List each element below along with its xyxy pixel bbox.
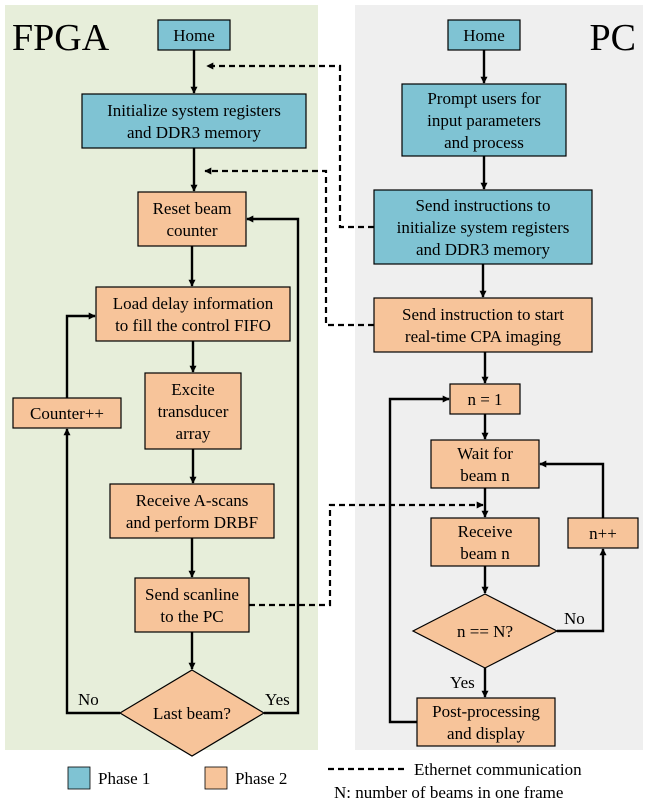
node-text-line: Receive A-scans	[136, 491, 249, 510]
node-text-line: real-time CPA imaging	[405, 327, 562, 346]
pc-receive-node: Receive beam n	[430, 517, 540, 567]
fpga-init-node: Initialize system registers and DDR3 memo…	[81, 93, 307, 149]
svg-text:Home: Home	[463, 26, 505, 45]
node-text-line: Excite	[171, 380, 214, 399]
pc-wait-node: Wait for beam n	[430, 439, 540, 489]
pc-check-decision: n == N?	[411, 593, 559, 669]
node-text-line: Initialize system registers	[107, 101, 281, 120]
fpga-counter-node: Counter++	[12, 397, 122, 429]
node-text-line: n = 1	[467, 390, 502, 409]
node-text-line: and perform DRBF	[126, 513, 258, 532]
legend-phase1-label: Phase 1	[98, 769, 150, 788]
pc-post-node: Post-processing and display	[416, 697, 556, 747]
arrow-fpga-last-no-to-counter	[63, 428, 120, 715]
svg-text:Last beam?: Last beam?	[153, 704, 231, 723]
pc-home-node: Home	[447, 19, 521, 51]
fpga-excite-node: Excite transducer array	[144, 372, 242, 450]
svg-text:Counter++: Counter++	[30, 404, 104, 423]
node-text-line: and display	[447, 724, 525, 743]
ethernet-sendinit-to-fpga-init	[206, 62, 374, 229]
fpga-panel-title: FPGA	[12, 17, 110, 59]
node-text-line: Post-processing	[432, 702, 540, 721]
svg-text:n = 1: n = 1	[467, 390, 502, 409]
fpga-reset-node: Reset beam counter	[137, 191, 247, 247]
pc-prompt-node: Prompt users for input parameters and proc…	[401, 83, 567, 157]
legend-ethernet-label: Ethernet communication	[414, 760, 582, 779]
svg-text:n++: n++	[589, 524, 617, 543]
svg-text:Home: Home	[173, 26, 215, 45]
node-text-line: Receive	[458, 522, 513, 541]
node-text-line: Prompt users for	[427, 89, 541, 108]
node-text-line: Last beam?	[153, 704, 231, 723]
ethernet-start-to-fpga-reset	[204, 167, 374, 327]
node-text-line: beam n	[460, 544, 510, 563]
pc-start-node: Send instruction to start real-time CPA i…	[373, 297, 593, 353]
pc-panel-title: PC	[590, 17, 636, 59]
svg-text:n == N?: n == N?	[457, 622, 513, 641]
node-text-line: initialize system registers	[397, 218, 570, 237]
node-text-line: Home	[463, 26, 505, 45]
ethernet-fpga-send-to-pc-receive	[249, 501, 484, 607]
node-text-line: array	[176, 424, 211, 443]
fpga-send-node: Send scanline to the PC	[134, 577, 250, 633]
arrow-pc-increment-to-wait	[539, 460, 605, 518]
node-text-line: n++	[589, 524, 617, 543]
arrow-fpga-last-yes-to-reset	[246, 215, 300, 715]
fpga-last-beam-decision: Last beam?	[118, 669, 266, 757]
fpga-home-node: Home	[157, 19, 231, 51]
node-text-line: Load delay information	[113, 294, 274, 313]
node-text-line: Counter++	[30, 404, 104, 423]
arrow-pc-check-no-to-increment	[557, 548, 607, 633]
legend-phase2-label: Phase 2	[235, 769, 287, 788]
legend-phase2-swatch	[204, 766, 228, 790]
node-text-line: Send instructions to	[415, 196, 550, 215]
node-text-line: input parameters	[427, 111, 541, 130]
node-text-line: beam n	[460, 466, 510, 485]
node-text-line: and DDR3 memory	[416, 240, 551, 259]
node-text-line: Wait for	[457, 444, 513, 463]
pc-send-init-node: Send instructions to initialize system re…	[373, 189, 593, 265]
arrow-pc-post-to-n1	[388, 395, 450, 724]
label-check-no: No	[564, 609, 585, 628]
legend-nbeams-label: N: number of beams in one frame	[334, 783, 563, 802]
node-text-line: n == N?	[457, 622, 513, 641]
node-text-line: transducer	[158, 402, 229, 421]
label-last-beam-yes: Yes	[265, 690, 290, 709]
node-text-line: to fill the control FIFO	[115, 316, 271, 335]
pc-n-equals-one-node: n = 1	[449, 383, 521, 415]
fpga-load-node: Load delay information to fill the contro…	[95, 286, 291, 342]
node-text-line: Home	[173, 26, 215, 45]
legend-phase1-swatch	[67, 766, 91, 790]
fpga-receive-node: Receive A-scans and perform DRBF	[109, 483, 275, 539]
pc-n-increment-node: n++	[567, 517, 639, 549]
node-text-line: Send instruction to start	[402, 305, 564, 324]
node-text-line: counter	[167, 221, 218, 240]
label-last-beam-no: No	[78, 690, 99, 709]
arrow-fpga-counter-to-load	[65, 312, 96, 398]
label-check-yes: Yes	[450, 673, 475, 692]
node-text-line: to the PC	[160, 607, 223, 626]
node-text-line: and DDR3 memory	[127, 123, 262, 142]
node-text-line: Send scanline	[145, 585, 239, 604]
node-text-line: and process	[444, 133, 524, 152]
node-text-line: Reset beam	[153, 199, 232, 218]
